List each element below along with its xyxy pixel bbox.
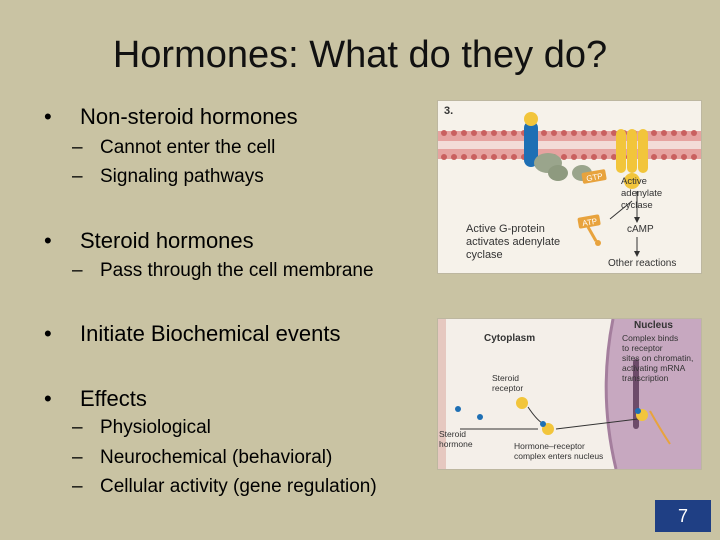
sub-bullet: –Cannot enter the cell (72, 137, 275, 159)
page-number: 7 (655, 500, 711, 532)
svg-text:ATP: ATP (582, 217, 598, 228)
bullet-text: Effects (80, 386, 147, 411)
dash-glyph: – (72, 166, 83, 187)
g-protein-icon (534, 153, 592, 181)
dash-glyph: – (72, 476, 83, 497)
bullet-biochemical: • Initiate Biochemical events (44, 321, 340, 347)
bullet-text: Non-steroid hormones (80, 104, 298, 129)
bullet-text: Steroid hormones (80, 228, 254, 253)
sub-bullet-text: Cannot enter the cell (100, 137, 276, 158)
g-protein-caption: cyclase (466, 249, 503, 261)
figure-g-protein-pathway: 3. GTP (437, 100, 702, 274)
active-adenylate-label: adenylate (621, 188, 662, 199)
steroid-receptor-icon (516, 397, 528, 409)
steroid-hormone-label: Steroid (439, 429, 466, 439)
sub-bullet: –Physiological (72, 417, 211, 439)
amp-molecule-icon (586, 226, 601, 246)
bullet-text: Initiate Biochemical events (80, 321, 341, 346)
g-protein-caption: activates adenylate (466, 236, 560, 248)
bullet-non-steroid: • Non-steroid hormones (44, 104, 298, 130)
steroid-receptor-label: receptor (492, 383, 523, 393)
hr-complex-label: complex enters nucleus (514, 451, 603, 461)
steroid-hormone-label: hormone (439, 439, 473, 449)
hr-complex-label: Hormone–receptor (514, 441, 585, 451)
bullet-glyph: • (44, 228, 52, 253)
panel-number: 3. (444, 105, 453, 117)
active-adenylate-label: cyclase (621, 200, 653, 211)
g-protein-caption: Active G-protein (466, 223, 545, 235)
nuclear-envelope (604, 319, 618, 469)
dash-glyph: – (72, 417, 83, 438)
sub-bullet: –Cellular activity (gene regulation) (72, 476, 377, 498)
dash-glyph: – (72, 447, 83, 468)
bullet-effects: • Effects (44, 386, 147, 412)
other-reactions-label: Other reactions (608, 258, 676, 269)
figure-steroid-pathway: Cytoplasm Nucleus Complex binds to recep… (437, 318, 702, 470)
sub-bullet-text: Neurochemical (behavioral) (100, 447, 333, 468)
arrow-head (634, 217, 640, 223)
complex-binds-label: sites on chromatin, (622, 353, 693, 363)
steroid-receptor-label: Steroid (492, 373, 519, 383)
plasma-membrane (438, 319, 446, 469)
active-adenylate-label: Active (621, 176, 647, 187)
gtp-badge: GTP (581, 169, 607, 184)
dash-glyph: – (72, 260, 83, 281)
pathway-arrows (609, 191, 638, 253)
sub-bullet-text: Pass through the cell membrane (100, 260, 374, 281)
bullet-glyph: • (44, 104, 52, 129)
bullet-glyph: • (44, 321, 52, 346)
adenylate-cyclase-icon (616, 129, 648, 189)
bullet-glyph: • (44, 386, 52, 411)
complex-binds-label: activating mRNA (622, 363, 686, 373)
dash-glyph: – (72, 137, 83, 158)
cell-membrane (438, 130, 701, 160)
complex-binds-label: to receptor (622, 343, 663, 353)
g-protein-diagram: 3. GTP (438, 101, 701, 273)
sub-bullet-text: Signaling pathways (100, 166, 264, 187)
figure-background (438, 101, 701, 273)
svg-text:GTP: GTP (586, 172, 604, 184)
complex-binds-label: transcription (622, 373, 669, 383)
sub-bullet-text: Physiological (100, 417, 211, 438)
sub-bullet: –Neurochemical (behavioral) (72, 447, 332, 469)
hormone-receptor-complex-icon (540, 421, 554, 435)
nucleus-region (606, 319, 701, 469)
complex-binds-label: Complex binds (622, 333, 678, 343)
mrna-strand-icon (649, 410, 671, 445)
sub-bullet-text: Cellular activity (gene regulation) (100, 476, 377, 497)
bound-complex-icon (635, 408, 648, 421)
nucleus-label: Nucleus (634, 320, 673, 331)
receptor-icon (524, 112, 538, 167)
camp-label: cAMP (627, 224, 654, 235)
atp-badge: ATP (577, 214, 601, 229)
sub-bullet: –Pass through the cell membrane (72, 260, 374, 282)
cytoplasm-label: Cytoplasm (484, 333, 535, 344)
slide-title: Hormones: What do they do? (112, 34, 608, 76)
steroid-diagram: Cytoplasm Nucleus Complex binds to recep… (438, 319, 701, 469)
steroid-hormone-icon (455, 406, 483, 420)
arrow-head (634, 251, 640, 257)
sub-bullet: –Signaling pathways (72, 166, 264, 188)
pathway-arrows (555, 418, 639, 430)
bullet-steroid: • Steroid hormones (44, 228, 254, 254)
